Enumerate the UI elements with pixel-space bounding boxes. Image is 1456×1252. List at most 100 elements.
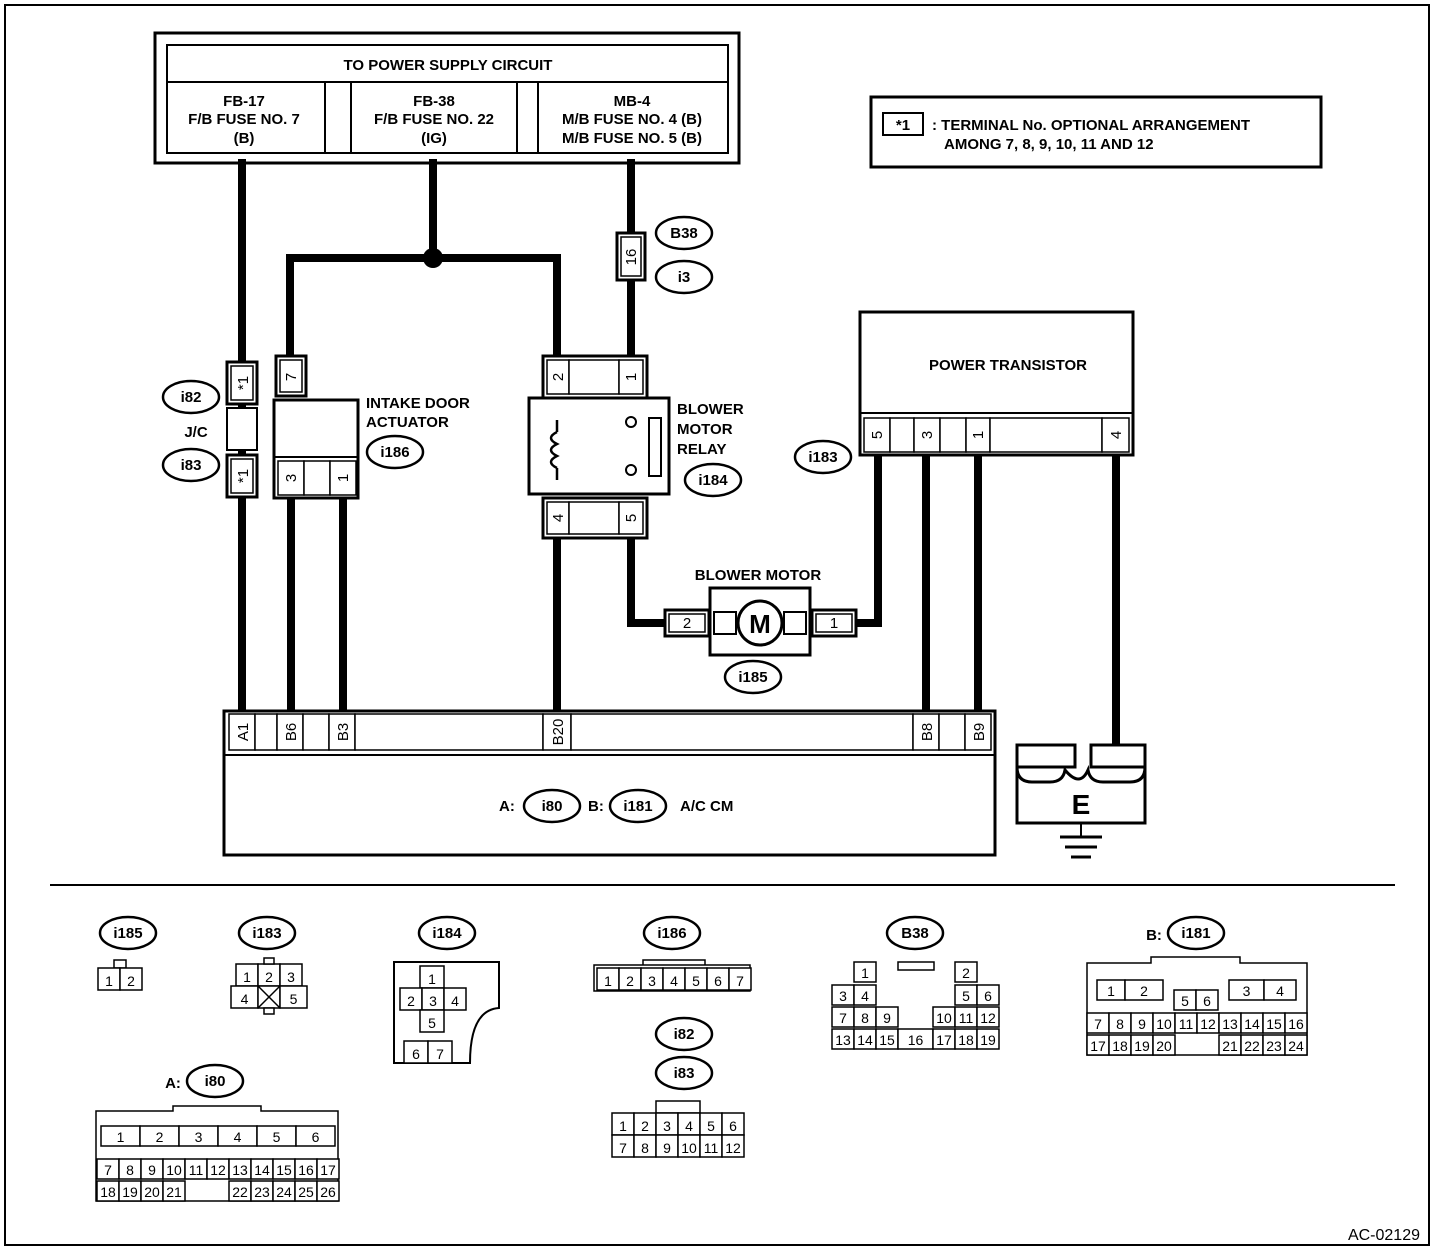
i183-tag: i183 — [808, 449, 837, 466]
i186-pin-5: 5 — [692, 973, 700, 989]
legend-pin-cell — [976, 1006, 1000, 1028]
i181-pin-22: 22 — [1244, 1038, 1260, 1054]
i181-pin-11: 11 — [1179, 1016, 1194, 1032]
mb4-line1: MB-4 — [614, 93, 651, 110]
i80-pin-25: 25 — [298, 1184, 314, 1200]
i184-pin-1: 1 — [428, 971, 436, 987]
legend-pin-cell — [1152, 1034, 1176, 1056]
legend-b38-title: B38 — [901, 925, 929, 942]
junction-dot — [423, 248, 443, 268]
i181-pin-4: 4 — [1276, 983, 1284, 999]
jc-star-top: *1 — [235, 376, 252, 390]
i80-pin-8: 8 — [126, 1162, 134, 1178]
i80-pin-3: 3 — [195, 1129, 203, 1145]
i185-pin-2: 2 — [127, 973, 135, 989]
intake-label-line1: INTAKE DOOR — [366, 395, 470, 412]
i80-pin-26: 26 — [320, 1184, 336, 1200]
i184-pin-4: 4 — [451, 993, 459, 1009]
legend-pin-cell — [162, 1180, 186, 1202]
cm-pin-b20: B20 — [550, 719, 567, 746]
b38-pin-3: 3 — [839, 988, 847, 1004]
i82-tag: i82 — [181, 389, 202, 406]
legend-pin-cell — [443, 987, 467, 1011]
i83-pin-1: 1 — [619, 1118, 627, 1134]
legend-i80-title: i80 — [205, 1073, 226, 1090]
legend-pin-cell — [976, 984, 1000, 1006]
legend-pin-cell — [1195, 989, 1219, 1011]
i184-pin-7: 7 — [436, 1046, 444, 1062]
i80-pin-9: 9 — [148, 1162, 156, 1178]
legend-i186-oval — [642, 915, 702, 951]
b38-pin-1: 1 — [861, 965, 869, 981]
cm-pin-b9: B9 — [971, 723, 988, 741]
motor-pin-1: 1 — [830, 615, 838, 632]
motor-pin-2: 2 — [683, 615, 691, 632]
i80-pin-22: 22 — [232, 1184, 248, 1200]
i181-pin-1: 1 — [1107, 983, 1115, 999]
cm-pin-b3: B3 — [335, 723, 352, 741]
power-transistor: 5 3 1 4 POWER TRANSISTOR i183 — [793, 310, 1135, 475]
i181-pin-12: 12 — [1200, 1016, 1216, 1032]
i181-pin-21: 21 — [1222, 1038, 1238, 1054]
i183-pin-2: 2 — [265, 969, 273, 985]
motor-symbol: M — [749, 609, 771, 639]
legend-i181-oval — [1166, 915, 1226, 951]
i181-pin-23: 23 — [1266, 1038, 1282, 1054]
i80-pin-16: 16 — [298, 1162, 314, 1178]
b38-pin-14: 14 — [857, 1032, 873, 1048]
legend-i183-title: i183 — [252, 925, 281, 942]
legend-i185-title: i185 — [113, 925, 142, 942]
b38-pin-4: 4 — [861, 988, 869, 1004]
b38-pin-5: 5 — [962, 988, 970, 1004]
relay-label-line1: BLOWER — [677, 401, 744, 418]
b38-pin-11: 11 — [959, 1010, 974, 1026]
jc-label: J/C — [184, 424, 208, 441]
pin-16-label: 16 — [623, 249, 640, 266]
i80-pin-5: 5 — [273, 1129, 281, 1145]
i181-pin-13: 13 — [1222, 1016, 1238, 1032]
jc-star-bottom: *1 — [235, 469, 252, 483]
i186-pin-6: 6 — [714, 973, 722, 989]
legend-pin-cell — [419, 1009, 445, 1033]
i80-pin-24: 24 — [276, 1184, 292, 1200]
legend-i186-title: i186 — [657, 925, 686, 942]
b38-pin-15: 15 — [879, 1032, 895, 1048]
blower-motor-label: BLOWER MOTOR — [695, 567, 822, 584]
legend-pin-cell — [1124, 979, 1164, 1001]
b38-pin-6: 6 — [984, 988, 992, 1004]
i83-pin-5: 5 — [707, 1118, 715, 1134]
i83-pin-7: 7 — [619, 1140, 627, 1156]
legend-pin-cell — [316, 1158, 340, 1180]
note-symbol: *1 — [896, 117, 910, 134]
b38-pin-10: 10 — [936, 1010, 952, 1026]
note-line1: : TERMINAL No. OPTIONAL ARRANGEMENT — [932, 117, 1250, 134]
i83-pin-9: 9 — [663, 1140, 671, 1156]
legend-i181-prefix: B: — [1146, 927, 1162, 944]
i80-pin-1: 1 — [117, 1129, 125, 1145]
legend-pin-cell — [721, 1134, 745, 1158]
cm-a-prefix: A: — [499, 798, 515, 815]
i181-pin-6: 6 — [1203, 993, 1211, 1009]
cm-pin-b8: B8 — [919, 723, 936, 741]
fb38-line3: (IG) — [421, 130, 447, 147]
fb17-line2: F/B FUSE NO. 7 — [188, 111, 300, 128]
i185-pin-1: 1 — [105, 973, 113, 989]
power-supply-box: TO POWER SUPPLY CIRCUIT FB-17 F/B FUSE N… — [153, 31, 741, 165]
i181-pin-16: 16 — [1288, 1016, 1304, 1032]
diagram-code: AC-02129 — [1348, 1227, 1420, 1244]
power-transistor-label: POWER TRANSISTOR — [929, 357, 1087, 374]
i181-pin-18: 18 — [1112, 1038, 1128, 1054]
blower-motor-relay: 2 1 4 5 BLOWER MOTOR RELAY i184 — [527, 354, 744, 540]
legend-i184-title: i184 — [432, 925, 462, 942]
i80-pin-15: 15 — [276, 1162, 292, 1178]
note-box: *1 : TERMINAL No. OPTIONAL ARRANGEMENT A… — [869, 95, 1323, 169]
intake-pin-7: 7 — [283, 373, 300, 381]
legend-b38-oval — [885, 915, 945, 951]
legend-pin-cell — [295, 1125, 336, 1147]
b38-pin-19: 19 — [980, 1032, 996, 1048]
intake-door-actuator: 7 3 1 INTAKE DOOR ACTUATOR i186 — [272, 354, 470, 500]
b38-pin-7: 7 — [839, 1010, 847, 1026]
legend-pin-cell — [119, 967, 143, 991]
i186-pin-2: 2 — [626, 973, 634, 989]
